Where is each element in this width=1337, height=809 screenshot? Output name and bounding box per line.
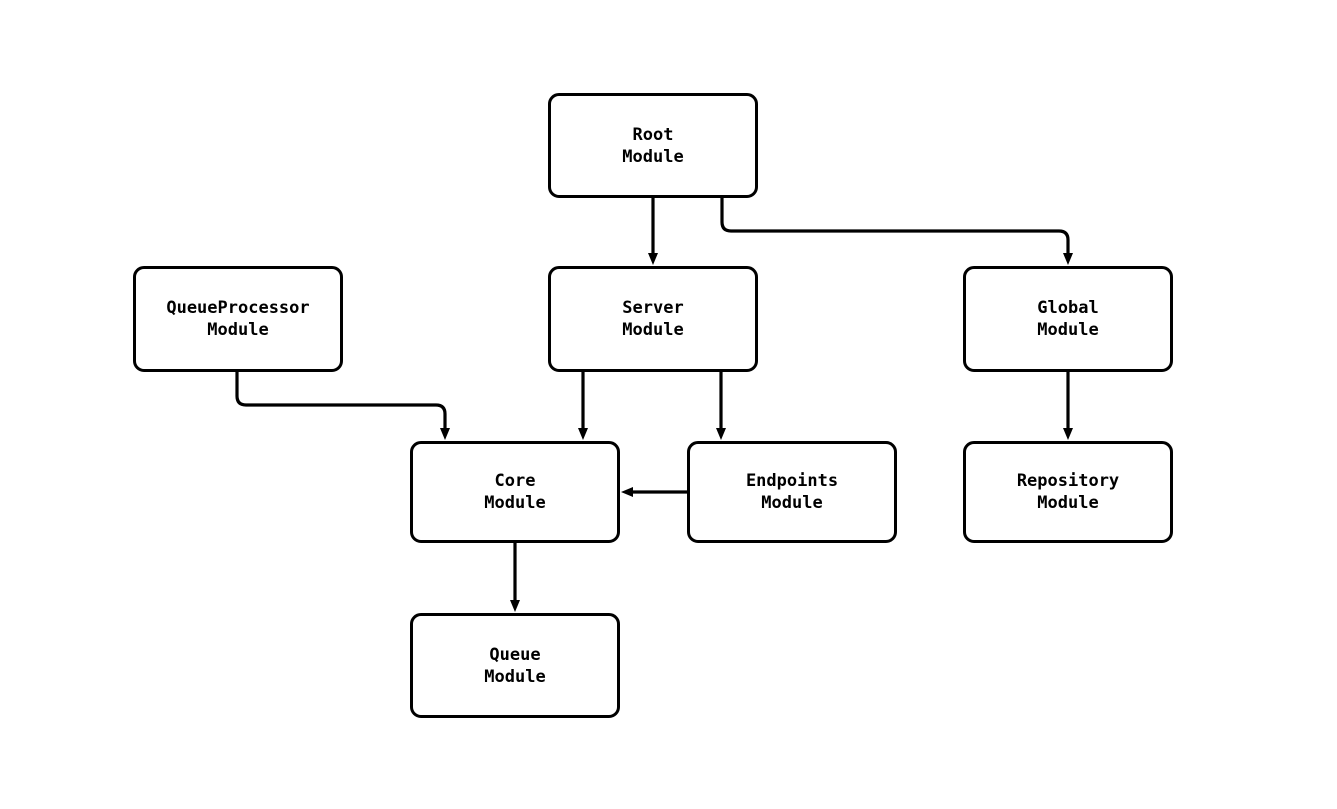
- node-repository-module[interactable]: Repository Module: [963, 441, 1173, 543]
- node-endpoints-module[interactable]: Endpoints Module: [687, 441, 897, 543]
- node-server-module[interactable]: Server Module: [548, 266, 758, 372]
- node-server-module-line2: Module: [622, 320, 684, 340]
- node-core-module-line2: Module: [484, 493, 546, 513]
- node-queueprocessor-module-line2: Module: [207, 320, 269, 340]
- node-root-module-line2: Module: [622, 146, 684, 167]
- edge-root-global: [720, 198, 1073, 265]
- node-core-module-line1: Core: [494, 471, 536, 491]
- node-queueprocessor-module[interactable]: QueueProcessor Module: [133, 266, 343, 372]
- node-global-module-line1: Global: [1037, 298, 1099, 318]
- node-root-module[interactable]: Root Module: [548, 93, 758, 198]
- node-global-module-line2: Module: [1037, 320, 1099, 340]
- node-root-module-line1: Root: [632, 124, 674, 145]
- node-global-module[interactable]: Global Module: [963, 266, 1173, 372]
- node-endpoints-module-line2: Module: [761, 493, 823, 513]
- node-queueprocessor-module-line1: QueueProcessor: [166, 298, 310, 318]
- node-queue-module[interactable]: Queue Module: [410, 613, 620, 718]
- node-endpoints-module-line1: Endpoints: [745, 471, 839, 491]
- node-repository-module-line2: Module: [1037, 493, 1099, 513]
- node-queue-module-line1: Queue: [489, 644, 541, 665]
- node-queue-module-line2: Module: [484, 666, 546, 687]
- edge-queueprocessor-core: [235, 372, 450, 440]
- node-server-module-line1: Server: [622, 298, 684, 318]
- node-core-module[interactable]: Core Module: [410, 441, 620, 543]
- node-repository-module-line1: Repository: [1016, 471, 1120, 491]
